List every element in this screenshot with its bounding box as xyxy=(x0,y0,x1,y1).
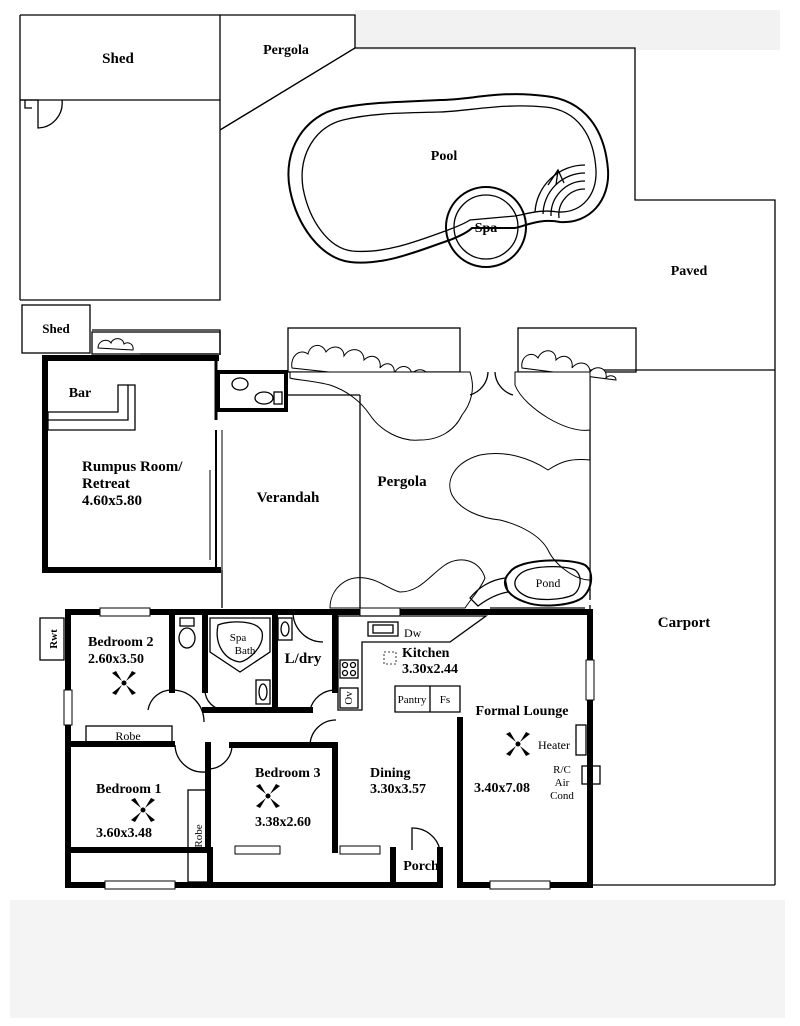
yard-boundaries xyxy=(19,14,776,886)
formal-lounge: Formal Lounge Heater R/C Air Cond 3.40x7… xyxy=(474,704,601,802)
bedroom1-size: 3.60x3.48 xyxy=(96,826,152,841)
rumpus-label-line2: Retreat xyxy=(82,476,130,492)
ceiling-fan-icon xyxy=(112,671,136,695)
bedroom1-label: Bedroom 1 xyxy=(96,782,161,797)
bedroom3-label: Bedroom 3 xyxy=(255,766,320,781)
rwt-label: Rwt xyxy=(48,629,60,649)
robe-bed2-label: Robe xyxy=(115,729,140,743)
dining-label: Dining xyxy=(370,766,410,781)
ldry-label: L/dry xyxy=(285,651,322,667)
sliding-door xyxy=(490,607,585,613)
rainwater-tank: Rwt xyxy=(39,617,65,661)
ceiling-fan-icon xyxy=(256,784,280,808)
pond-label: Pond xyxy=(536,576,561,590)
rc-label: R/C xyxy=(553,764,571,776)
shed-small: Shed xyxy=(21,304,91,354)
bathroom: Spa Bath xyxy=(178,617,271,705)
heater-label: Heater xyxy=(538,738,570,752)
verandah-wc xyxy=(216,370,288,412)
dining: Dining 3.30x3.57 xyxy=(370,766,426,797)
spa-bath-label-1: Spa xyxy=(230,632,247,644)
bottom-band xyxy=(10,900,785,1018)
ov-label: Ov xyxy=(343,691,355,705)
cond-label: Cond xyxy=(550,790,574,802)
bedroom2-label: Bedroom 2 xyxy=(88,635,153,650)
pergola-top-label: Pergola xyxy=(263,43,309,58)
pond: Pond xyxy=(469,559,593,607)
paved-label: Paved xyxy=(671,264,708,279)
lounge-size: 3.40x7.08 xyxy=(474,781,530,796)
rumpus-size: 4.60x5.80 xyxy=(82,493,142,509)
house-walls xyxy=(65,609,593,888)
pool-label: Pool xyxy=(431,149,458,164)
robe-bed1-label: Robe xyxy=(193,824,205,847)
spa-label: Spa xyxy=(475,221,498,236)
shed-top-label: Shed xyxy=(102,51,134,67)
porch-label: Porch xyxy=(403,859,439,874)
bar-label: Bar xyxy=(69,386,92,401)
planter-left xyxy=(91,331,221,355)
pergola-mid-label: Pergola xyxy=(377,474,427,490)
kitchen-label: Kitchen xyxy=(402,646,450,661)
shed-top: Shed xyxy=(20,51,134,129)
ceiling-fan-icon xyxy=(506,732,530,756)
windows xyxy=(63,607,595,890)
ceiling-fan-icon xyxy=(131,798,155,822)
verandah-area: Verandah Pergola xyxy=(221,394,427,608)
pantry-label: Pantry xyxy=(398,694,427,706)
laundry: L/dry xyxy=(277,617,322,667)
bedroom3-size: 3.38x2.60 xyxy=(255,815,311,830)
dw-label: Dw xyxy=(404,626,422,640)
rumpus-label-line1: Rumpus Room/ xyxy=(82,459,183,475)
air-label: Air xyxy=(555,777,570,789)
shed-small-label: Shed xyxy=(42,321,70,336)
formal-lounge-label: Formal Lounge xyxy=(476,704,569,719)
top-band xyxy=(355,10,780,50)
kitchen: Dw Ov Kitchen 3.30x2.44 Pantry Fs xyxy=(337,615,489,713)
bedroom-3: Bedroom 3 3.38x2.60 xyxy=(255,766,320,830)
garden-shrubs xyxy=(289,371,591,609)
rumpus-room: Bar Rumpus Room/ Retreat 4.60x5.80 xyxy=(42,355,223,573)
porch: Porch xyxy=(403,827,441,874)
bedroom-1: Bedroom 1 3.60x3.48 Robe xyxy=(96,782,209,883)
fs-label: Fs xyxy=(440,694,450,706)
hall-doors xyxy=(147,611,337,773)
carport-label: Carport xyxy=(658,615,711,631)
verandah-label: Verandah xyxy=(257,490,320,506)
range-hood-icon xyxy=(383,651,397,665)
bedroom-2: Bedroom 2 2.60x3.50 Robe xyxy=(85,635,205,745)
bedroom2-size: 2.60x3.50 xyxy=(88,652,144,667)
dining-size: 3.30x3.57 xyxy=(370,782,426,797)
kitchen-size: 3.30x2.44 xyxy=(402,662,458,677)
pool: Pool Spa xyxy=(287,93,610,268)
spa-bath-label-2: Bath xyxy=(235,645,256,657)
